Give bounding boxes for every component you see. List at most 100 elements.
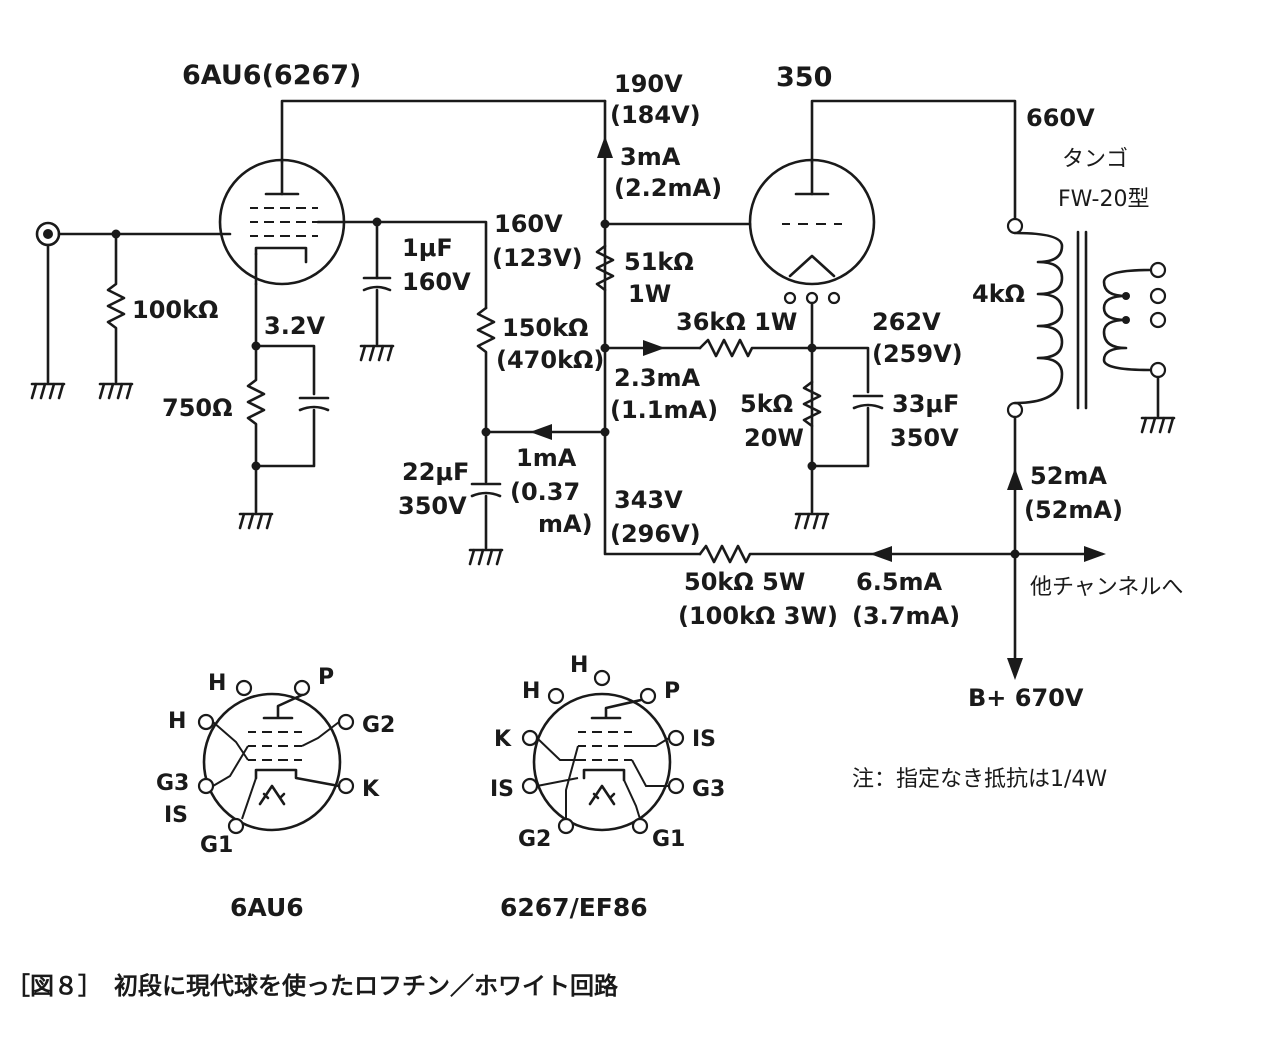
- label-bplus: B+ 670V: [968, 684, 1084, 712]
- label-r50kb: (100kΩ 3W): [678, 602, 838, 630]
- ground-icon: [238, 512, 274, 530]
- label-r100k: 100kΩ: [132, 296, 218, 324]
- label-v262b: (259V): [872, 340, 963, 368]
- pin-label: H: [168, 709, 186, 734]
- label-r150kb: (470kΩ): [496, 346, 604, 374]
- label-transformer-name: タンゴ: [1062, 147, 1128, 172]
- arrow-left-icon: [870, 546, 892, 562]
- cathode-bypass-wire-low: [254, 408, 316, 468]
- pin-label: P: [318, 665, 334, 690]
- label-r5kw: 20W: [744, 424, 804, 452]
- ground-icon: [359, 344, 395, 362]
- pin-label: IS: [692, 727, 716, 752]
- label-r51k: 51kΩ: [624, 248, 694, 276]
- resistor-150k: [476, 306, 496, 434]
- cap-33uf-wire-low: [810, 406, 870, 468]
- label-i52b: (52mA): [1024, 496, 1123, 524]
- pin-label: H: [208, 671, 226, 696]
- pinout-ef86-icon: [521, 669, 685, 835]
- figure-caption: ［図８］ 初段に現代球を使ったロフチン／ホワイト回路: [6, 972, 619, 1000]
- label-v160b: (123V): [492, 244, 583, 272]
- label-i1ma: 1mA: [516, 444, 577, 472]
- label-other-channel: 他チャンネルへ: [1030, 575, 1183, 600]
- pin-label: G1: [200, 833, 233, 858]
- ground-icon: [30, 382, 66, 400]
- label-v190b: (184V): [610, 101, 701, 129]
- ground-icon: [794, 512, 830, 530]
- ground-icon: [468, 548, 504, 566]
- label-r36k: 36kΩ 1W: [676, 308, 797, 336]
- capacitor-33uf: [852, 394, 884, 410]
- label-v160: 160V: [494, 210, 563, 238]
- label-v343b: (296V): [610, 520, 701, 548]
- label-r4k: 4kΩ: [972, 280, 1025, 308]
- label-note: 注：指定なき抵抗は1/4W: [852, 767, 1107, 792]
- label-i1mac: mA): [538, 510, 593, 538]
- label-transformer-model: FW-20型: [1058, 187, 1149, 212]
- arrow-right-icon: [1084, 546, 1106, 562]
- label-i1mab: (0.37: [510, 478, 580, 506]
- label-i23: 2.3mA: [614, 364, 701, 392]
- resistor-750: [246, 344, 266, 514]
- pin-label: G2: [518, 827, 551, 852]
- resistor-36k: [698, 338, 812, 358]
- pin-label: P: [664, 679, 680, 704]
- middle-rail: [603, 99, 702, 556]
- plate-wire: [280, 99, 607, 164]
- pin-label: G3: [156, 771, 189, 796]
- label-i65b: (3.7mA): [852, 602, 960, 630]
- label-i65: 6.5mA: [856, 568, 943, 596]
- arrow-up-icon: [597, 136, 613, 158]
- resistor-5k: [802, 380, 822, 428]
- arrow-up-icon: [1007, 468, 1023, 490]
- label-r750: 750Ω: [162, 394, 233, 422]
- label-r5k: 5kΩ: [740, 390, 793, 418]
- pin-label: H: [522, 679, 540, 704]
- label-c33uv: 350V: [890, 424, 959, 452]
- pin-label: K: [494, 727, 512, 752]
- pinout-name-right: 6267/EF86: [500, 893, 648, 922]
- label-v190: 190V: [614, 70, 683, 98]
- transformer-icon: [1006, 217, 1167, 419]
- output-plate-wire: [810, 99, 1017, 220]
- label-i3mab: (2.2mA): [614, 174, 722, 202]
- label-r50k: 50kΩ 5W: [684, 568, 805, 596]
- label-i23b: (1.1mA): [610, 396, 718, 424]
- pin-label: G2: [362, 713, 395, 738]
- pin-label: H: [570, 653, 588, 678]
- label-i52: 52mA: [1030, 462, 1107, 490]
- arrow-right-icon: [643, 340, 665, 356]
- resistor-50k: [698, 544, 1104, 564]
- ground-icon: [1140, 416, 1176, 434]
- pin-label: IS: [164, 803, 188, 828]
- tube-label-350: 350: [776, 62, 832, 93]
- label-c22uv: 350V: [398, 492, 467, 520]
- pinout-6au6-icon: [197, 679, 355, 835]
- label-v660: 660V: [1026, 104, 1095, 132]
- tube-350-icon: [748, 158, 876, 305]
- capacitor-1uf: [362, 276, 392, 292]
- resistor-51k: [595, 244, 615, 292]
- pin-label: G1: [652, 827, 685, 852]
- pin-label: G3: [692, 777, 725, 802]
- label-c33u: 33μF: [892, 390, 959, 418]
- label-i3ma: 3mA: [620, 143, 681, 171]
- pinout-name-left: 6AU6: [230, 893, 304, 922]
- arrow-left-icon: [530, 424, 552, 440]
- cathode-bypass-wire: [254, 344, 316, 396]
- cap-33uf-wire: [810, 346, 870, 394]
- arrow-down-icon: [1007, 658, 1023, 680]
- pin-label: IS: [490, 777, 514, 802]
- label-c1u: 1μF: [402, 234, 453, 262]
- label-v343: 343V: [614, 486, 683, 514]
- label-v262: 262V: [872, 308, 941, 336]
- resistor-100k: [106, 232, 126, 384]
- label-c22u: 22μF: [402, 458, 469, 486]
- capacitor-22uf: [470, 482, 502, 498]
- pin-label: K: [362, 777, 380, 802]
- capacitor-cathode: [298, 396, 330, 412]
- label-r150k: 150kΩ: [502, 314, 588, 342]
- label-r51kw: 1W: [628, 280, 671, 308]
- label-c1uv: 160V: [402, 268, 471, 296]
